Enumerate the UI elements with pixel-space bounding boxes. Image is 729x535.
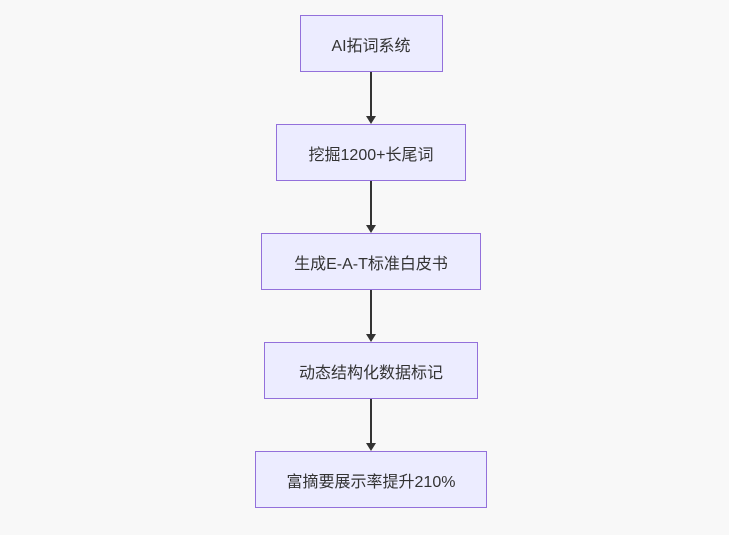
flow-node-label: 动态结构化数据标记 [298,364,443,382]
arrow-down-icon [366,225,376,233]
edge-line [370,72,372,117]
edge-line [370,290,372,335]
flow-node-label: 挖掘1200+长尾词 [308,146,434,164]
flow-node-label: 生成E-A-T标准白皮书 [294,255,448,273]
edge-line [370,399,372,444]
edge-arrow-4 [364,399,378,451]
flow-node-5: 富摘要展示率提升210% [255,451,487,508]
flow-node-4: 动态结构化数据标记 [264,342,478,399]
flow-node-2: 挖掘1200+长尾词 [276,124,466,181]
edge-arrow-3 [364,290,378,342]
edge-line [370,181,372,226]
arrow-down-icon [366,443,376,451]
edge-arrow-2 [364,181,378,233]
flow-node-1: AI拓词系统 [299,15,443,72]
flow-node-label: 富摘要展示率提升210% [286,473,456,491]
arrow-down-icon [366,334,376,342]
flow-node-label: AI拓词系统 [331,37,411,55]
flow-node-3: 生成E-A-T标准白皮书 [261,233,481,290]
edge-arrow-1 [364,72,378,124]
arrow-down-icon [366,116,376,124]
flowchart: AI拓词系统 挖掘1200+长尾词 生成E-A-T标准白皮书 动态结构化数据标记 [255,15,487,508]
